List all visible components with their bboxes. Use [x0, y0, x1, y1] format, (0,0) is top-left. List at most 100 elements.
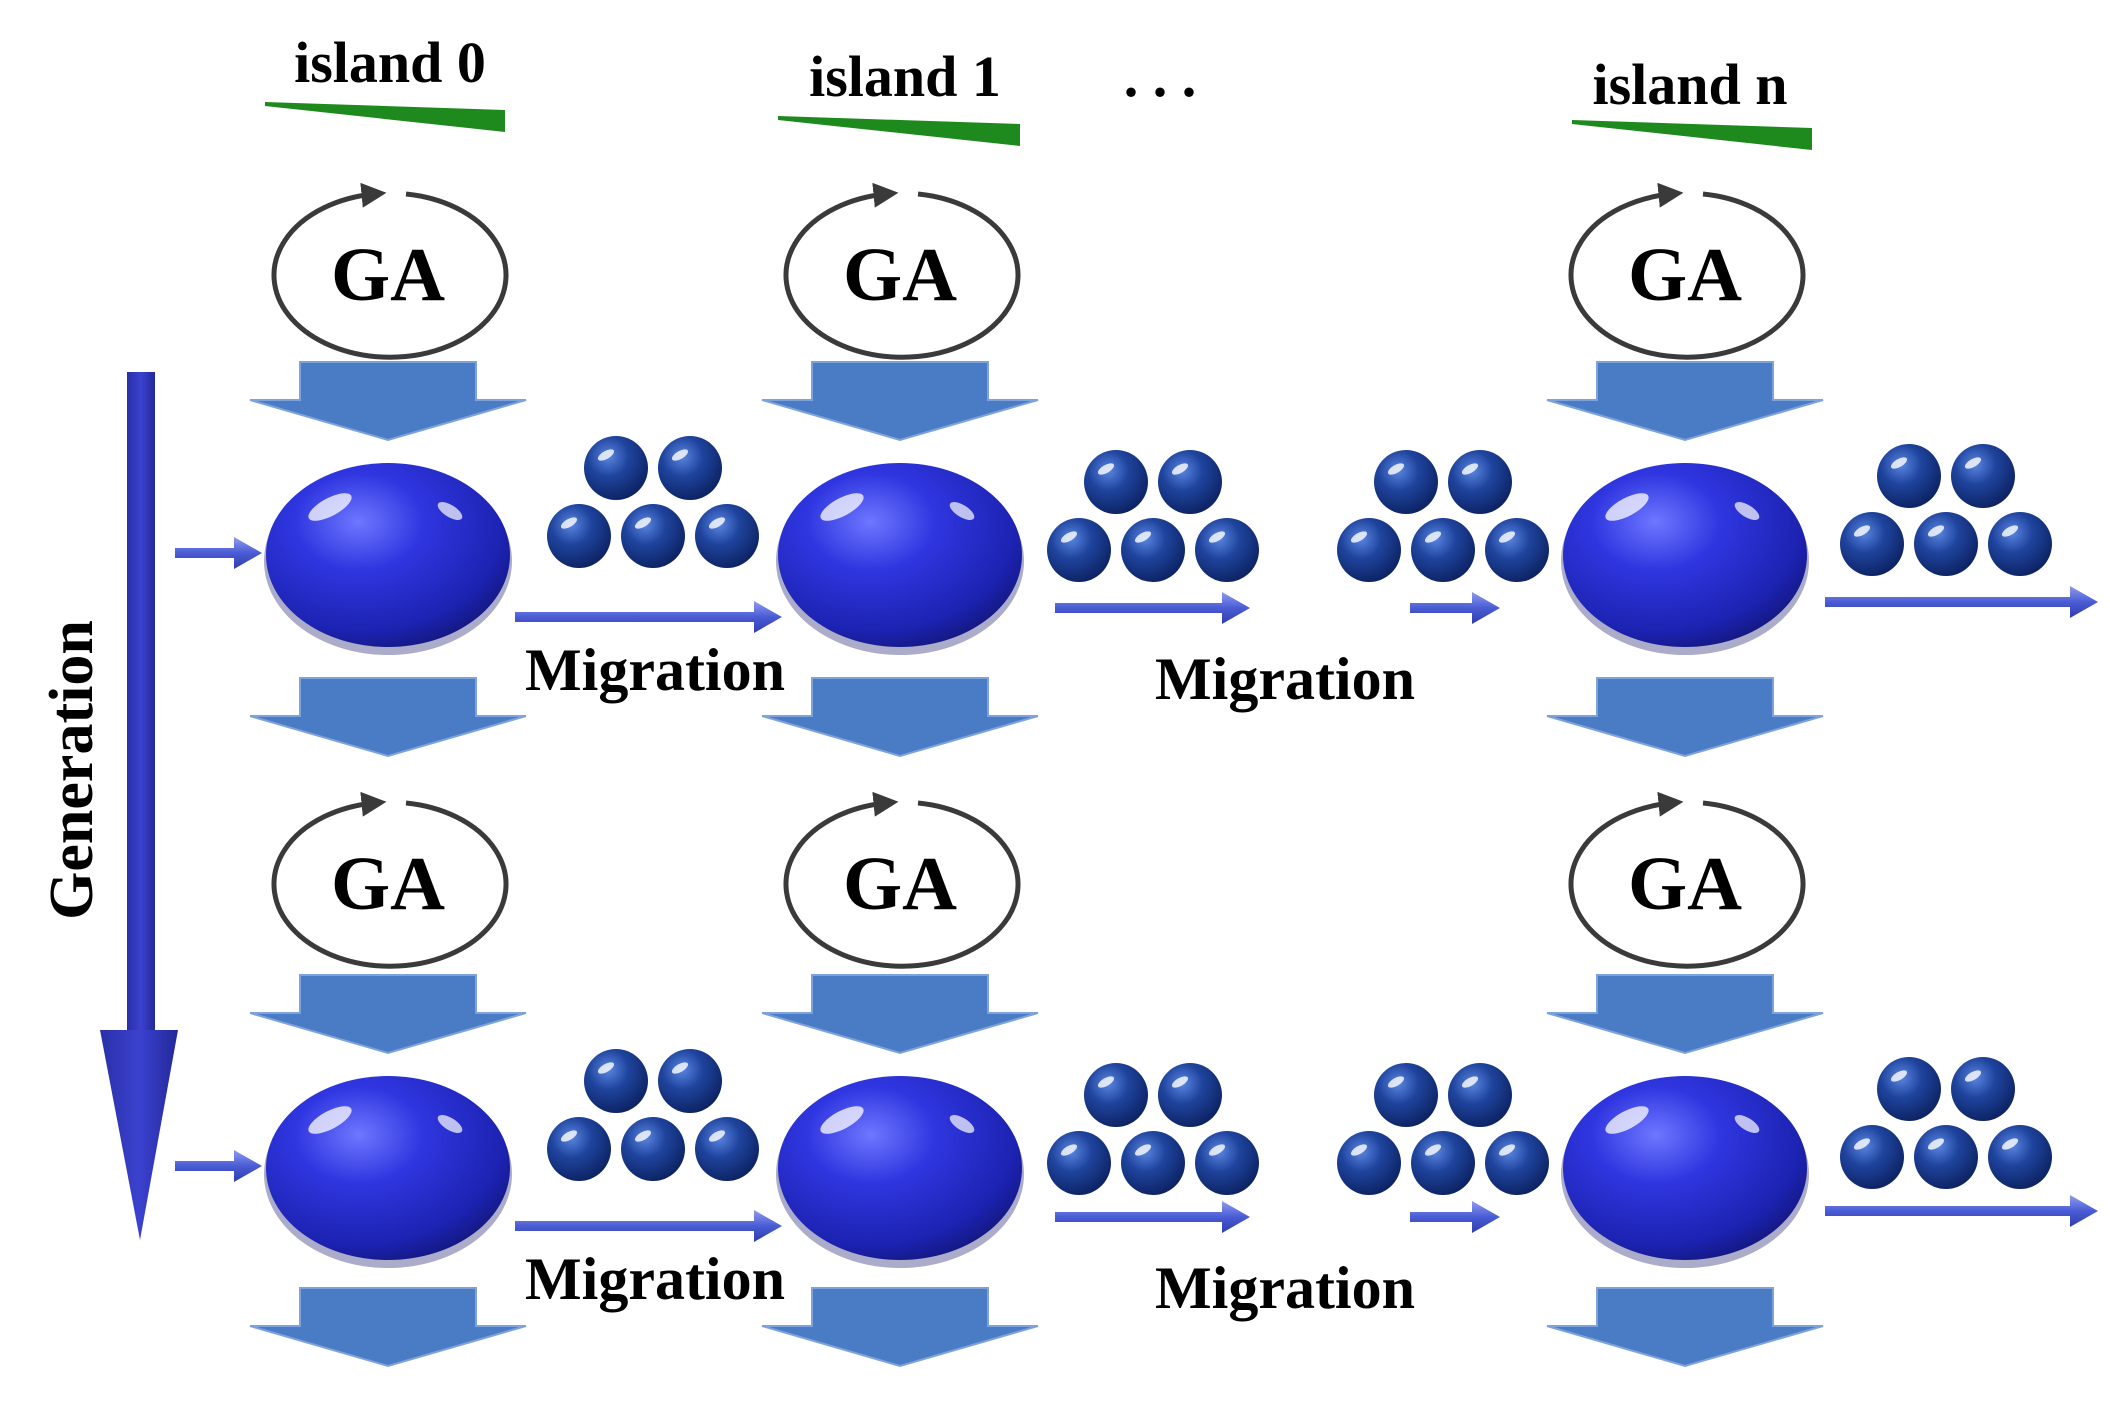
row0-migrants-0-ball-3	[621, 504, 685, 568]
row1-migrants-0-ball-2	[547, 1117, 611, 1181]
row1-migrants-n-out-ball-3-highlight	[1927, 1138, 1945, 1150]
row1-island1-population-highlight	[820, 1106, 864, 1134]
row1-island0-input-arrow	[249, 974, 527, 1055]
row0-incoming-arrow	[175, 537, 262, 569]
row0-island2-population	[1563, 463, 1807, 647]
row1-migrants-n-out-ball-1	[1951, 1057, 2015, 1121]
row1-migrants-n-in-ball-0-highlight	[1387, 1076, 1405, 1088]
island-1-label: island 1	[809, 44, 1001, 109]
row0-migrants-0-ball-1	[658, 436, 722, 500]
row1-island2-population-highlight	[1605, 1106, 1649, 1134]
row1-migrants-0-ball-2-highlight	[560, 1130, 578, 1142]
row0-migrants-n-in-ball-4	[1485, 518, 1549, 582]
row1-island1-input-arrow	[761, 974, 1039, 1055]
row0-migrants-n-in-ball-2-highlight	[1350, 531, 1368, 543]
row0-island1-population-highlight	[949, 502, 975, 520]
row0-island0-population-highlight	[308, 493, 352, 521]
row1-migrants-0-ball-3-highlight	[634, 1130, 652, 1142]
row1-migrants-1-ball-1-highlight	[1171, 1076, 1189, 1088]
island-1-bar	[778, 116, 1020, 146]
row1-island0-output-arrow	[249, 1287, 527, 1368]
row0-migrants-0-ball-4	[695, 504, 759, 568]
row1-island1-output-arrow	[761, 1287, 1039, 1368]
row0-island1-output-arrow	[761, 677, 1039, 758]
row0-migrants-n-out-ball-0	[1877, 444, 1941, 508]
row0-migrants-1-ball-3	[1121, 518, 1185, 582]
island-n-label: island n	[1592, 52, 1787, 117]
island-0-bar	[265, 102, 505, 132]
row1-migrants-n-in-ball-1	[1448, 1063, 1512, 1127]
row0-migration-arrow-0	[515, 601, 782, 633]
row1-migrants-n-out-ball-1-highlight	[1964, 1070, 1982, 1082]
row0-migrants-n-in-ball-1-highlight	[1461, 463, 1479, 475]
row1-island1-population	[778, 1076, 1022, 1260]
row1-migrants-1-ball-3-highlight	[1134, 1144, 1152, 1156]
row0-migrants-n-out-ball-4	[1988, 512, 2052, 576]
row1-island2-ga-label: GA	[1628, 842, 1742, 926]
row1-migrants-n-in-ball-3-highlight	[1424, 1144, 1442, 1156]
row1-island0-population	[266, 1076, 510, 1260]
row1-migration-arrow-n-in	[1410, 1201, 1500, 1233]
row0-migrants-1-ball-1-highlight	[1171, 463, 1189, 475]
row1-migrants-1-ball-2-highlight	[1060, 1144, 1078, 1156]
row0-migrants-n-in-ball-1	[1448, 450, 1512, 514]
row1-island2-population-highlight	[1734, 1115, 1760, 1133]
row0-migrants-n-out-ball-2	[1840, 512, 1904, 576]
row0-migrants-n-out-ball-4-highlight	[2001, 525, 2019, 537]
row0-island1-ga-label: GA	[843, 233, 957, 317]
row0-island0-ga-label: GA	[331, 233, 445, 317]
row1-migrants-1-ball-2	[1047, 1131, 1111, 1195]
row0-migrants-n-in-ball-3	[1411, 518, 1475, 582]
row1-migrants-0-ball-1	[658, 1049, 722, 1113]
row1-migrants-n-out-ball-4-highlight	[2001, 1138, 2019, 1150]
row1-migrants-1-ball-0	[1084, 1063, 1148, 1127]
row0-migrants-n-in-ball-2	[1337, 518, 1401, 582]
row0-migrants-0-ball-2-highlight	[560, 517, 578, 529]
row0-migrants-1-ball-0-highlight	[1097, 463, 1115, 475]
row1-migrants-n-out-ball-2-highlight	[1853, 1138, 1871, 1150]
row1-migrants-n-out-ball-4	[1988, 1125, 2052, 1189]
row0-migrants-n-in-ball-0	[1374, 450, 1438, 514]
row1-migrants-0-ball-4	[695, 1117, 759, 1181]
row1-migrants-1-ball-4	[1195, 1131, 1259, 1195]
row0-island0-input-arrow	[249, 361, 527, 442]
row0-migrants-1-ball-2-highlight	[1060, 531, 1078, 543]
row1-migrants-n-out-ball-3	[1914, 1125, 1978, 1189]
row0-migrants-1-ball-0	[1084, 450, 1148, 514]
row1-island1-ga-label: GA	[843, 842, 957, 926]
row1-migrants-0-ball-0	[584, 1049, 648, 1113]
row1-migrants-n-in-ball-3	[1411, 1131, 1475, 1195]
row0-migrants-0-ball-2	[547, 504, 611, 568]
row0-migrants-0-ball-0-highlight	[597, 449, 615, 461]
row0-migration-label-1: Migration	[1155, 646, 1415, 712]
row0-island1-ga-cycle-arrow	[783, 182, 1021, 360]
row1-island1-ga-cycle-arrow	[783, 791, 1021, 969]
row1-migrants-n-out-ball-0	[1877, 1057, 1941, 1121]
row1-migration-arrow-0	[515, 1210, 782, 1242]
row1-migrants-n-out-ball-0-highlight	[1890, 1070, 1908, 1082]
row0-migration-label-0: Migration	[525, 637, 785, 703]
row1-migrants-1-ball-0-highlight	[1097, 1076, 1115, 1088]
row0-island2-input-arrow	[1546, 361, 1824, 442]
row1-migration-label-0: Migration	[525, 1246, 785, 1312]
island-0-label: island 0	[294, 30, 486, 95]
row0-island2-ga-label: GA	[1628, 233, 1742, 317]
row1-migrants-0-ball-3	[621, 1117, 685, 1181]
row0-migrants-0-ball-1-highlight	[671, 449, 689, 461]
row0-migrants-n-out-ball-2-highlight	[1853, 525, 1871, 537]
row0-island1-input-arrow	[761, 361, 1039, 442]
row0-island0-population-highlight	[437, 502, 463, 520]
row1-migrants-0-ball-1-highlight	[671, 1062, 689, 1074]
row0-migrants-n-out-ball-3-highlight	[1927, 525, 1945, 537]
row0-migration-arrow-1	[1055, 592, 1250, 624]
row0-migrants-1-ball-4	[1195, 518, 1259, 582]
row1-island2-output-arrow	[1546, 1287, 1824, 1368]
row1-island1-population-highlight	[949, 1115, 975, 1133]
row1-migrants-n-out-ball-2	[1840, 1125, 1904, 1189]
row1-island0-population-highlight	[308, 1106, 352, 1134]
row0-island2-population-highlight	[1605, 493, 1649, 521]
row0-migrants-1-ball-4-highlight	[1208, 531, 1226, 543]
row1-island2-ga-cycle-arrow	[1568, 791, 1806, 969]
